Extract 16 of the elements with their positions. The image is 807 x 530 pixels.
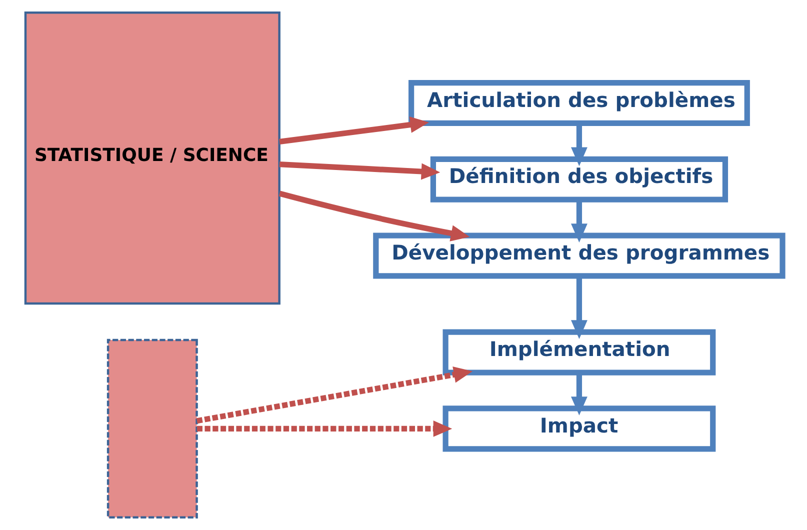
arrow — [570, 200, 587, 242]
node-box: STATISTIQUE / SCIENCE — [24, 11, 280, 305]
node-box: Définition des objectifs — [430, 156, 728, 202]
arrow — [570, 124, 587, 166]
node-box: Implémentation — [442, 329, 716, 376]
arrow — [570, 372, 587, 416]
arrow — [196, 366, 472, 424]
arrow — [278, 162, 440, 180]
node-box: Impact — [442, 406, 716, 452]
arrow — [278, 190, 470, 242]
node-box: Développement des programmes — [372, 232, 785, 279]
arrow — [196, 420, 452, 437]
node-box — [106, 338, 198, 519]
node-box: Articulation des problèmes — [408, 80, 750, 126]
arrow — [278, 116, 428, 144]
arrow — [570, 276, 587, 339]
